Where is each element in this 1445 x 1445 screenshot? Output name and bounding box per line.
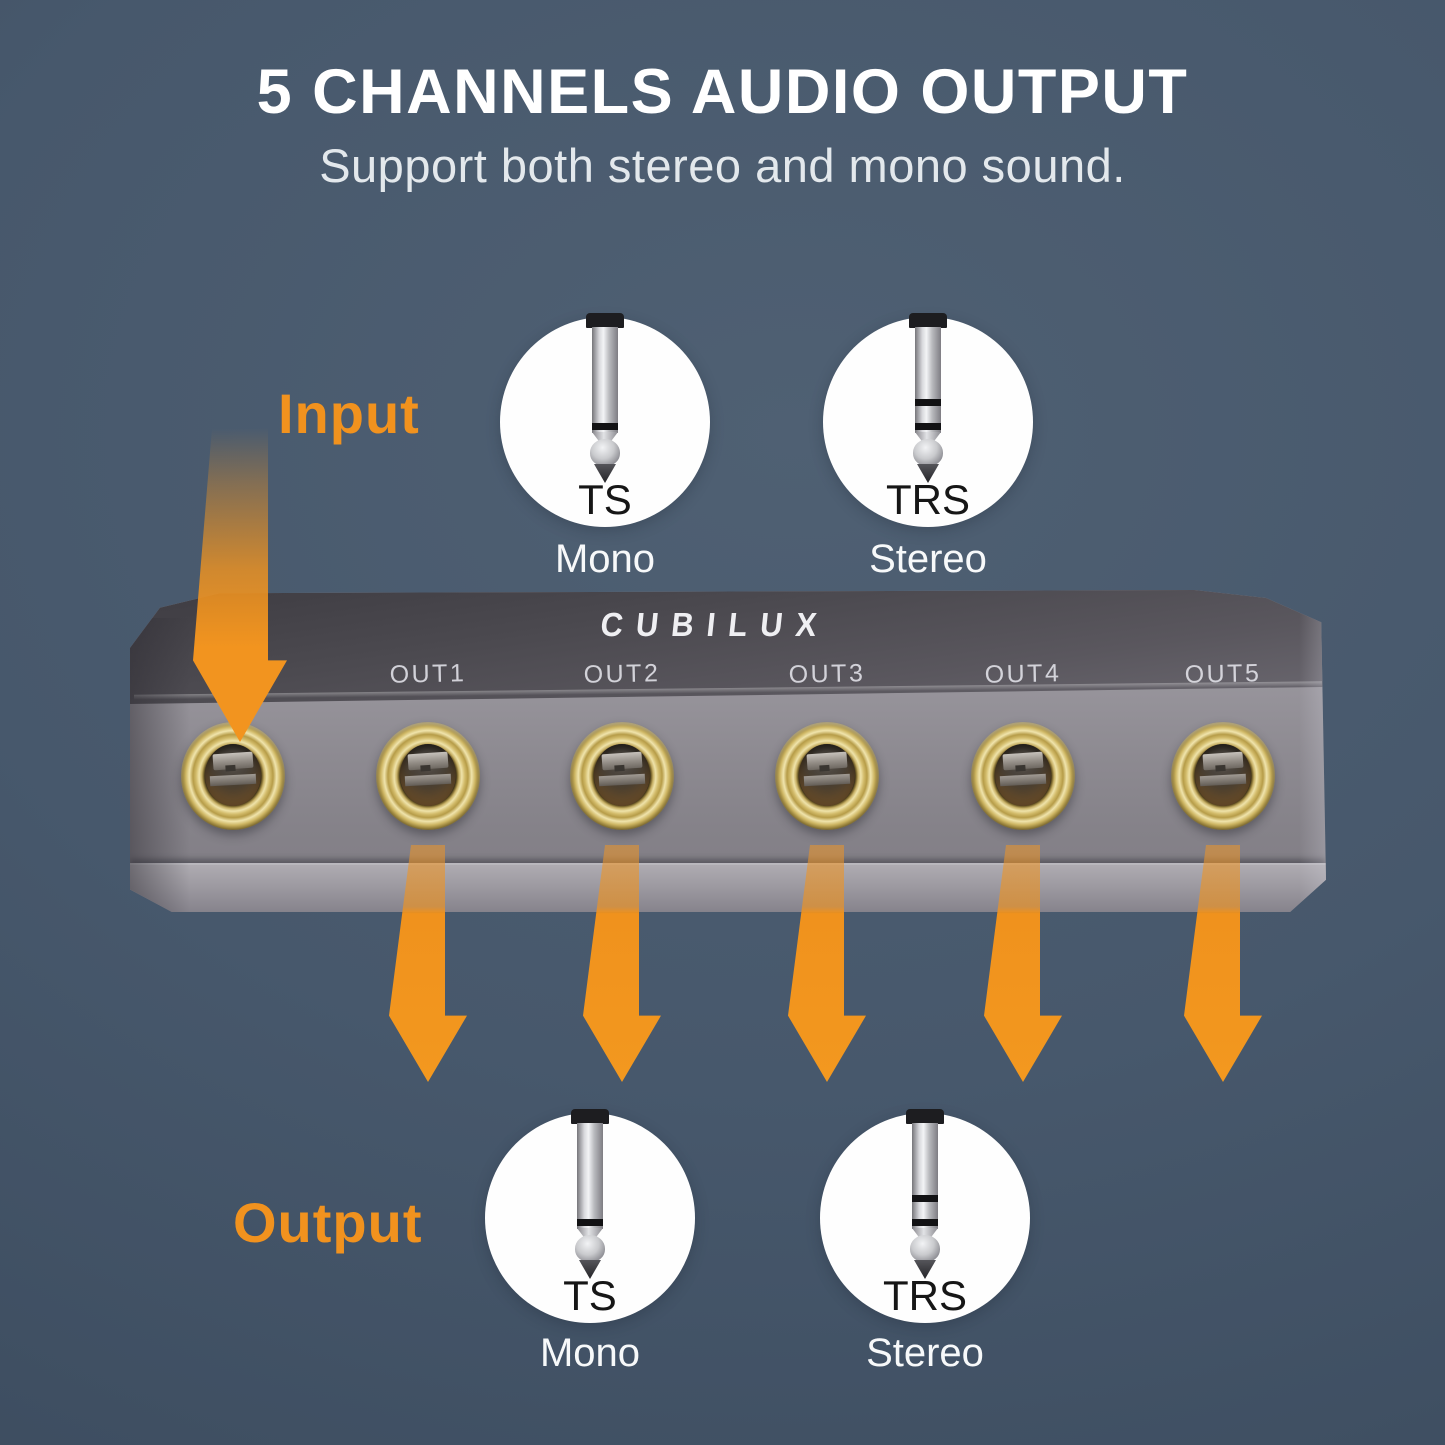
plug-cap <box>906 1109 944 1124</box>
output-jack-3 <box>775 722 879 830</box>
connector-type-label: TRS <box>820 1272 1030 1320</box>
device-top-face <box>130 590 1326 704</box>
output-label: Output <box>233 1190 422 1255</box>
output-jack-5 <box>1171 722 1275 830</box>
connector-mode-label: Stereo <box>815 1331 1035 1376</box>
plug-shaft <box>912 1123 938 1229</box>
plug-neck <box>915 432 941 441</box>
input-jack <box>181 722 285 830</box>
jack-hole <box>594 744 650 806</box>
device-bottom-band <box>130 863 1326 912</box>
connector-type-label: TRS <box>823 476 1033 524</box>
trs-callout-bottom: TRS <box>820 1109 1030 1323</box>
plug-ring <box>912 1219 938 1226</box>
connector-mode-label: Stereo <box>818 537 1038 582</box>
plug-shaft <box>577 1123 603 1229</box>
ts-plug-icon <box>585 313 625 489</box>
ts-callout-top: TS <box>500 313 710 527</box>
plug-cap <box>909 313 947 328</box>
plug-neck <box>592 432 618 441</box>
jack-hole <box>400 744 456 806</box>
connector-type-label: TS <box>485 1272 695 1320</box>
plug-bulb <box>913 439 943 466</box>
plug-ring <box>915 423 941 430</box>
page-subtitle: Support both stereo and mono sound. <box>0 138 1445 193</box>
jack-hole <box>205 744 261 806</box>
trs-plug-icon <box>908 313 948 489</box>
device-left-shade <box>130 618 190 912</box>
output-jack-1 <box>376 722 480 830</box>
plug-shaft <box>915 327 941 433</box>
ts-callout-bottom: TS <box>485 1109 695 1323</box>
plug-ring <box>577 1219 603 1226</box>
connector-type-label: TS <box>500 476 710 524</box>
trs-callout-top: TRS <box>823 313 1033 527</box>
jack-hole <box>995 744 1051 806</box>
input-label: Input <box>278 381 420 446</box>
plug-ring <box>915 399 941 406</box>
output-jack-2 <box>570 722 674 830</box>
connector-mode-label: Mono <box>480 1331 700 1376</box>
plug-ring <box>592 423 618 430</box>
plug-shaft <box>592 327 618 433</box>
plug-cap <box>586 313 624 328</box>
output-jack-4 <box>971 722 1075 830</box>
ts-plug-icon <box>570 1109 610 1285</box>
plug-cap <box>571 1109 609 1124</box>
device-right-shade <box>1288 600 1326 912</box>
connector-mode-label: Mono <box>495 537 715 582</box>
plug-bulb <box>575 1235 605 1262</box>
audio-splitter-device: CUBILUX OUT1 OUT2 OUT3 OUT4 OUT5 <box>130 590 1326 912</box>
jack-hole <box>799 744 855 806</box>
plug-neck <box>577 1228 603 1237</box>
plug-neck <box>912 1228 938 1237</box>
plug-bulb <box>910 1235 940 1262</box>
plug-bulb <box>590 439 620 466</box>
trs-plug-icon <box>905 1109 945 1285</box>
jack-hole <box>1195 744 1251 806</box>
page-title: 5 CHANNELS AUDIO OUTPUT <box>0 56 1445 128</box>
plug-ring <box>912 1195 938 1202</box>
